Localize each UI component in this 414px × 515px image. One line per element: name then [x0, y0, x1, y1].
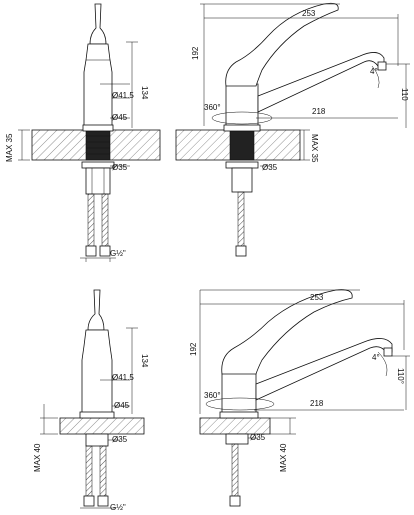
tilt-4-label: 4°	[370, 67, 378, 76]
diameter-35-label: Ø35	[112, 163, 128, 172]
bottom-front-view: Ø41.5 Ø45 Ø35 134 MAX 40 G½"	[33, 289, 149, 512]
max-thickness-label: MAX 40	[33, 443, 42, 472]
top-side-view: 253 192 360° 218 110 4° MAX 35 Ø35	[175, 2, 410, 257]
shank	[85, 129, 111, 161]
flex-hose	[237, 191, 245, 247]
lever-handle	[89, 3, 107, 45]
thread-label: G½"	[110, 249, 126, 258]
reach-253-label: 253	[302, 9, 316, 18]
flex-hose	[231, 443, 239, 497]
diameter-45-label: Ø45	[114, 401, 130, 410]
spout-218-label: 218	[310, 399, 324, 408]
spout-height-110-label: 110	[400, 88, 409, 101]
tap-body	[83, 43, 113, 129]
diameter-45-label: Ø45	[112, 113, 128, 122]
bottom-side-view: 253 192 360° 218 110° 4° MAX 40 Ø35	[189, 289, 410, 507]
height-134-label: 134	[140, 86, 149, 100]
tap-body	[81, 329, 113, 415]
countertop-section	[59, 417, 145, 435]
height-192-label: 192	[191, 46, 200, 60]
lever-handle	[221, 289, 353, 375]
shank	[229, 129, 255, 161]
spout	[257, 52, 385, 113]
max-thickness-label: MAX 40	[279, 443, 288, 472]
spout	[255, 338, 393, 401]
reach-253-label: 253	[310, 293, 324, 302]
flex-hose-right	[99, 445, 107, 497]
diameter-35-label: Ø35	[250, 433, 266, 442]
max-thickness-label: MAX 35	[310, 134, 319, 163]
spout-218-label: 218	[312, 107, 326, 116]
diameter-35-label: Ø35	[262, 163, 278, 172]
diameter-41-5-label: Ø41.5	[112, 91, 134, 100]
mounting-nut	[225, 161, 259, 169]
rotation-360-label: 360°	[204, 103, 221, 112]
countertop-section	[199, 417, 271, 435]
rotation-360-label: 360°	[204, 391, 221, 400]
height-134-label: 134	[140, 354, 149, 368]
flex-hose-left	[85, 445, 93, 497]
height-192-label: 192	[189, 342, 198, 356]
max-thickness-label: MAX 35	[5, 133, 14, 162]
thread-label: G½"	[110, 503, 126, 512]
diameter-35-label: Ø35	[112, 435, 128, 444]
tilt-4-label: 4°	[372, 353, 380, 362]
diameter-41-5-label: Ø41.5	[112, 373, 134, 382]
lever-handle	[87, 289, 105, 331]
mounting-nut	[81, 161, 115, 169]
spout-height-110-label: 110°	[396, 368, 405, 384]
flex-hose-left	[87, 193, 95, 247]
mounting-nut	[225, 433, 249, 445]
tap-body	[221, 371, 257, 415]
flex-hose-right	[101, 193, 109, 247]
top-front-view: Ø41.5 Ø45 Ø35 134 MAX 35 G½"	[5, 3, 161, 262]
mounting-nut	[85, 433, 109, 447]
tap-body	[225, 83, 259, 129]
